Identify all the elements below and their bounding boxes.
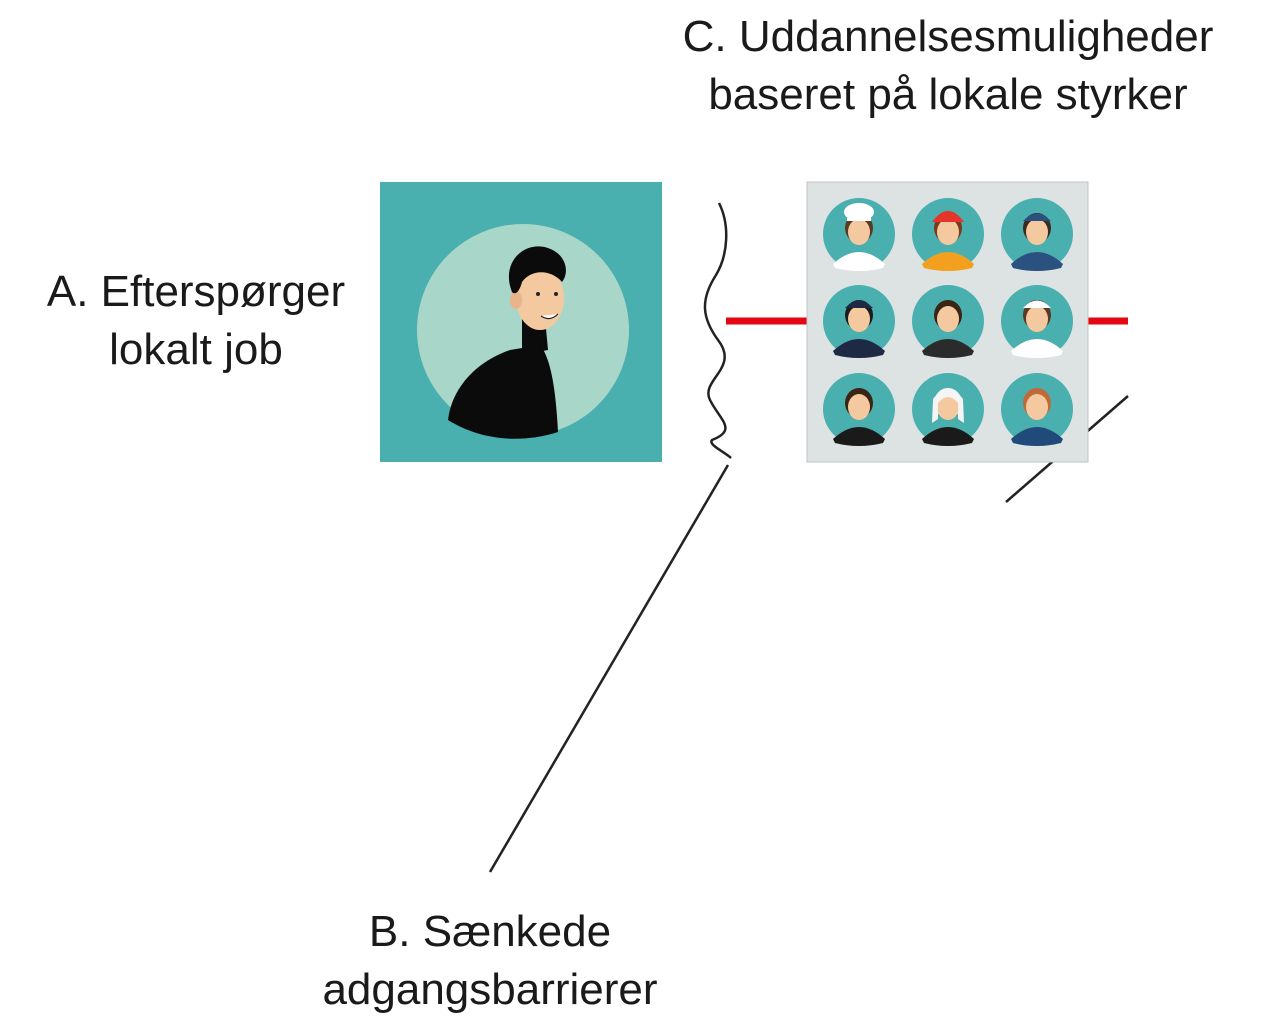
label-b-line2: adgangsbarrierer [322,965,658,1014]
firefighter-icon [912,198,984,271]
label-b-line1: B. Sænkede [368,907,612,956]
nun-icon [912,373,984,446]
job-seeker-image [380,182,662,462]
label-a-line1: A. Efterspørger [46,267,346,316]
man-portrait-icon [448,246,566,439]
maid-icon [912,285,984,358]
label-a-line2: lokalt job [109,325,283,374]
connector-line-b [488,464,730,873]
label-lowered-barriers: B. Sænkede adgangsbarrierer [270,903,710,1019]
chef-icon [823,198,895,271]
flight-attendant-icon [1001,198,1073,271]
barrier-wave [703,202,732,459]
label-education-opportunities: C. Uddannelsesmuligheder baseret på loka… [628,8,1268,124]
professions-grid-image [806,181,1089,463]
police-officer-icon [823,285,895,358]
label-c-line1: C. Uddannelsesmuligheder [682,12,1214,61]
label-job-seeker: A. Efterspørger lokalt job [20,263,372,379]
nurse-icon [1001,285,1073,358]
label-c-line2: baseret på lokale styrker [708,70,1188,119]
doctor-icon [1001,373,1073,446]
waiter-icon [823,373,895,446]
